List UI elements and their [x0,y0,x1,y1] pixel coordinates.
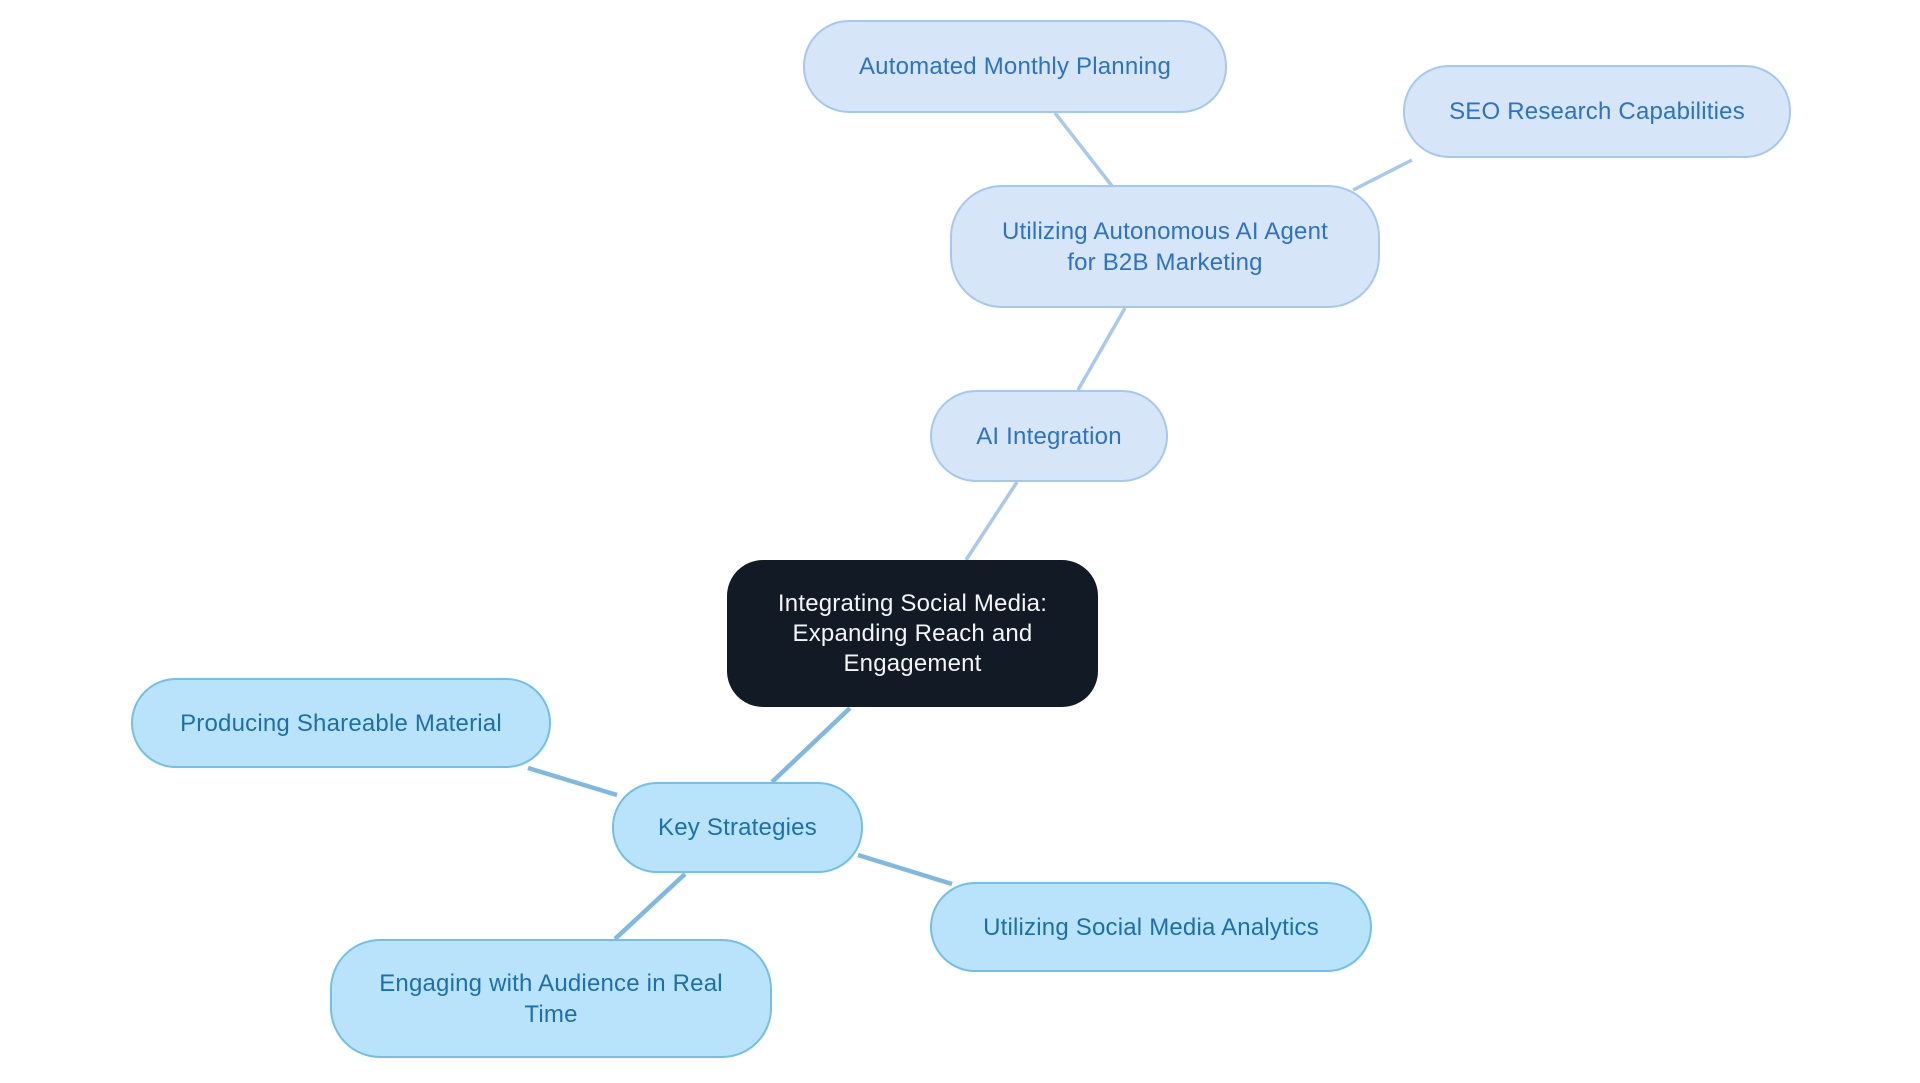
edge-producing-to-key [527,765,618,798]
edge-key-to-engaging [613,872,687,941]
edge-b2b-to-ai [1076,307,1127,391]
edge-ai-to-central [964,481,1019,561]
node-label: AI Integration [976,422,1122,450]
node-label: SEO Research Capabilities [1449,98,1745,125]
mindmap-node-engaging-audience-real-time[interactable]: Engaging with Audience in Real Time [330,939,772,1058]
node-label: Integrating Social Media: Expanding Reac… [777,589,1048,677]
mindmap-node-key-strategies[interactable]: Key Strategies [612,782,863,873]
node-label: Utilizing Autonomous AI Agent for B2B Ma… [1001,217,1328,276]
edge-central-to-key [770,706,852,784]
node-label: Engaging with Audience in Real Time [379,969,723,1028]
node-label: Producing Shareable Material [180,709,502,737]
mindmap-node-social-media-analytics[interactable]: Utilizing Social Media Analytics [930,882,1372,972]
mindmap-node-ai-integration[interactable]: AI Integration [930,390,1168,482]
edge-seo-to-b2b [1352,158,1413,192]
mindmap-node-automated-monthly-planning[interactable]: Automated Monthly Planning [803,20,1227,113]
edge-automated-to-b2b [1053,111,1114,188]
node-label: Key Strategies [658,814,817,841]
node-label: Automated Monthly Planning [858,53,1172,80]
node-label: Utilizing Social Media Analytics [983,913,1319,941]
edge-key-to-analytics [857,852,953,887]
mindmap-node-autonomous-ai-agent-b2b[interactable]: Utilizing Autonomous AI Agent for B2B Ma… [950,185,1380,308]
mindmap-node-seo-research-capabilities[interactable]: SEO Research Capabilities [1403,65,1791,158]
mindmap-node-producing-shareable-material[interactable]: Producing Shareable Material [131,678,551,768]
mindmap-node-central-topic[interactable]: Integrating Social Media: Expanding Reac… [727,560,1098,707]
